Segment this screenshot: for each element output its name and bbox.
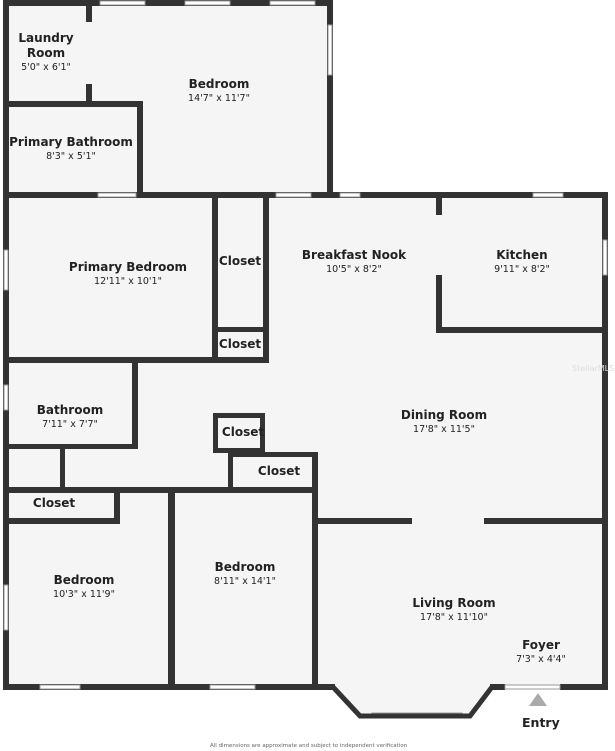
room-closet: Closet bbox=[218, 254, 262, 268]
entry-arrow-icon bbox=[529, 693, 547, 706]
room-closet: Closet bbox=[218, 337, 262, 351]
entry-label: Entry bbox=[522, 715, 560, 730]
watermark: StellarMLS bbox=[572, 364, 615, 373]
disclaimer: All dimensions are approximate and subje… bbox=[210, 743, 408, 749]
room-closet: Closet bbox=[257, 464, 301, 478]
room-closet: Closet bbox=[32, 496, 76, 510]
room-closet: Closet bbox=[221, 425, 265, 439]
